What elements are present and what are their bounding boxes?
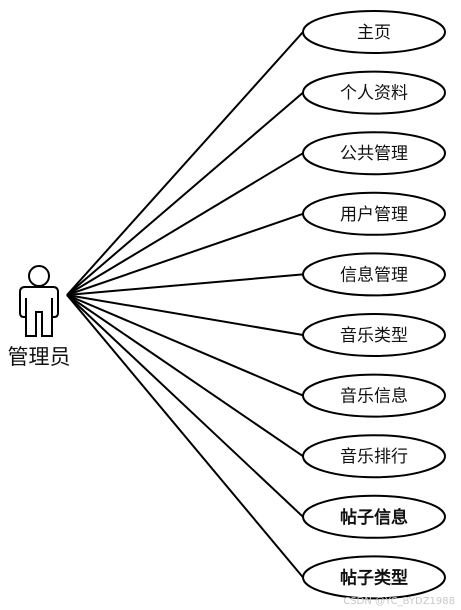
- person-icon: [19, 265, 59, 337]
- use-case-label: 信息管理: [340, 265, 408, 285]
- use-case-label: 主页: [357, 23, 391, 43]
- actor-administrator: 管理员: [8, 265, 71, 369]
- use-case-label: 音乐排行: [340, 447, 408, 467]
- connector-lines: [66, 31, 304, 579]
- use-case-item: 帖子信息: [302, 494, 446, 539]
- connector-line: [66, 91, 304, 296]
- connector-line: [66, 294, 304, 579]
- actor-label: 管理员: [8, 345, 71, 369]
- use-case-item: 个人资料: [302, 70, 446, 115]
- use-case-ellipse: [302, 313, 446, 357]
- use-case-item: 帖子类型: [302, 555, 446, 600]
- use-case-label: 音乐信息: [340, 387, 408, 407]
- use-case-item: 音乐类型: [302, 313, 446, 357]
- use-case-label: 音乐类型: [340, 326, 408, 346]
- use-case-ellipse: [302, 494, 446, 539]
- use-case-ellipse: [302, 434, 446, 479]
- connector-line: [66, 273, 304, 296]
- connector-line: [66, 294, 304, 336]
- connector-line: [66, 294, 304, 518]
- use-case-label: 帖子信息: [340, 507, 408, 528]
- use-case-ellipse: [302, 191, 446, 236]
- connector-line: [66, 294, 304, 458]
- use-case-item: 主页: [302, 10, 446, 54]
- use-case-label: 公共管理: [340, 144, 408, 164]
- use-case-ellipse: [302, 252, 446, 297]
- use-case-ellipse: [302, 555, 446, 600]
- use-case-label: 用户管理: [340, 205, 408, 225]
- use-case-item: 公共管理: [302, 131, 446, 176]
- use-case-ellipse: [302, 10, 446, 54]
- use-case-item: 音乐排行: [302, 434, 446, 479]
- use-case-item: 信息管理: [302, 252, 446, 297]
- use-case-label: 帖子类型: [340, 567, 408, 588]
- watermark-text: CSDN @YC_BYDZ1988: [343, 596, 455, 607]
- use-case-ellipse: [302, 373, 446, 418]
- use-case-label: 个人资料: [340, 84, 408, 104]
- use-case-item: 用户管理: [302, 191, 446, 236]
- connector-line: [66, 152, 304, 296]
- connector-line: [66, 212, 304, 296]
- use-case-item: 音乐信息: [302, 373, 446, 418]
- use-case-ellipse: [302, 131, 446, 176]
- connector-line: [66, 294, 304, 397]
- use-case-ellipse: [302, 70, 446, 115]
- connector-line: [66, 31, 304, 296]
